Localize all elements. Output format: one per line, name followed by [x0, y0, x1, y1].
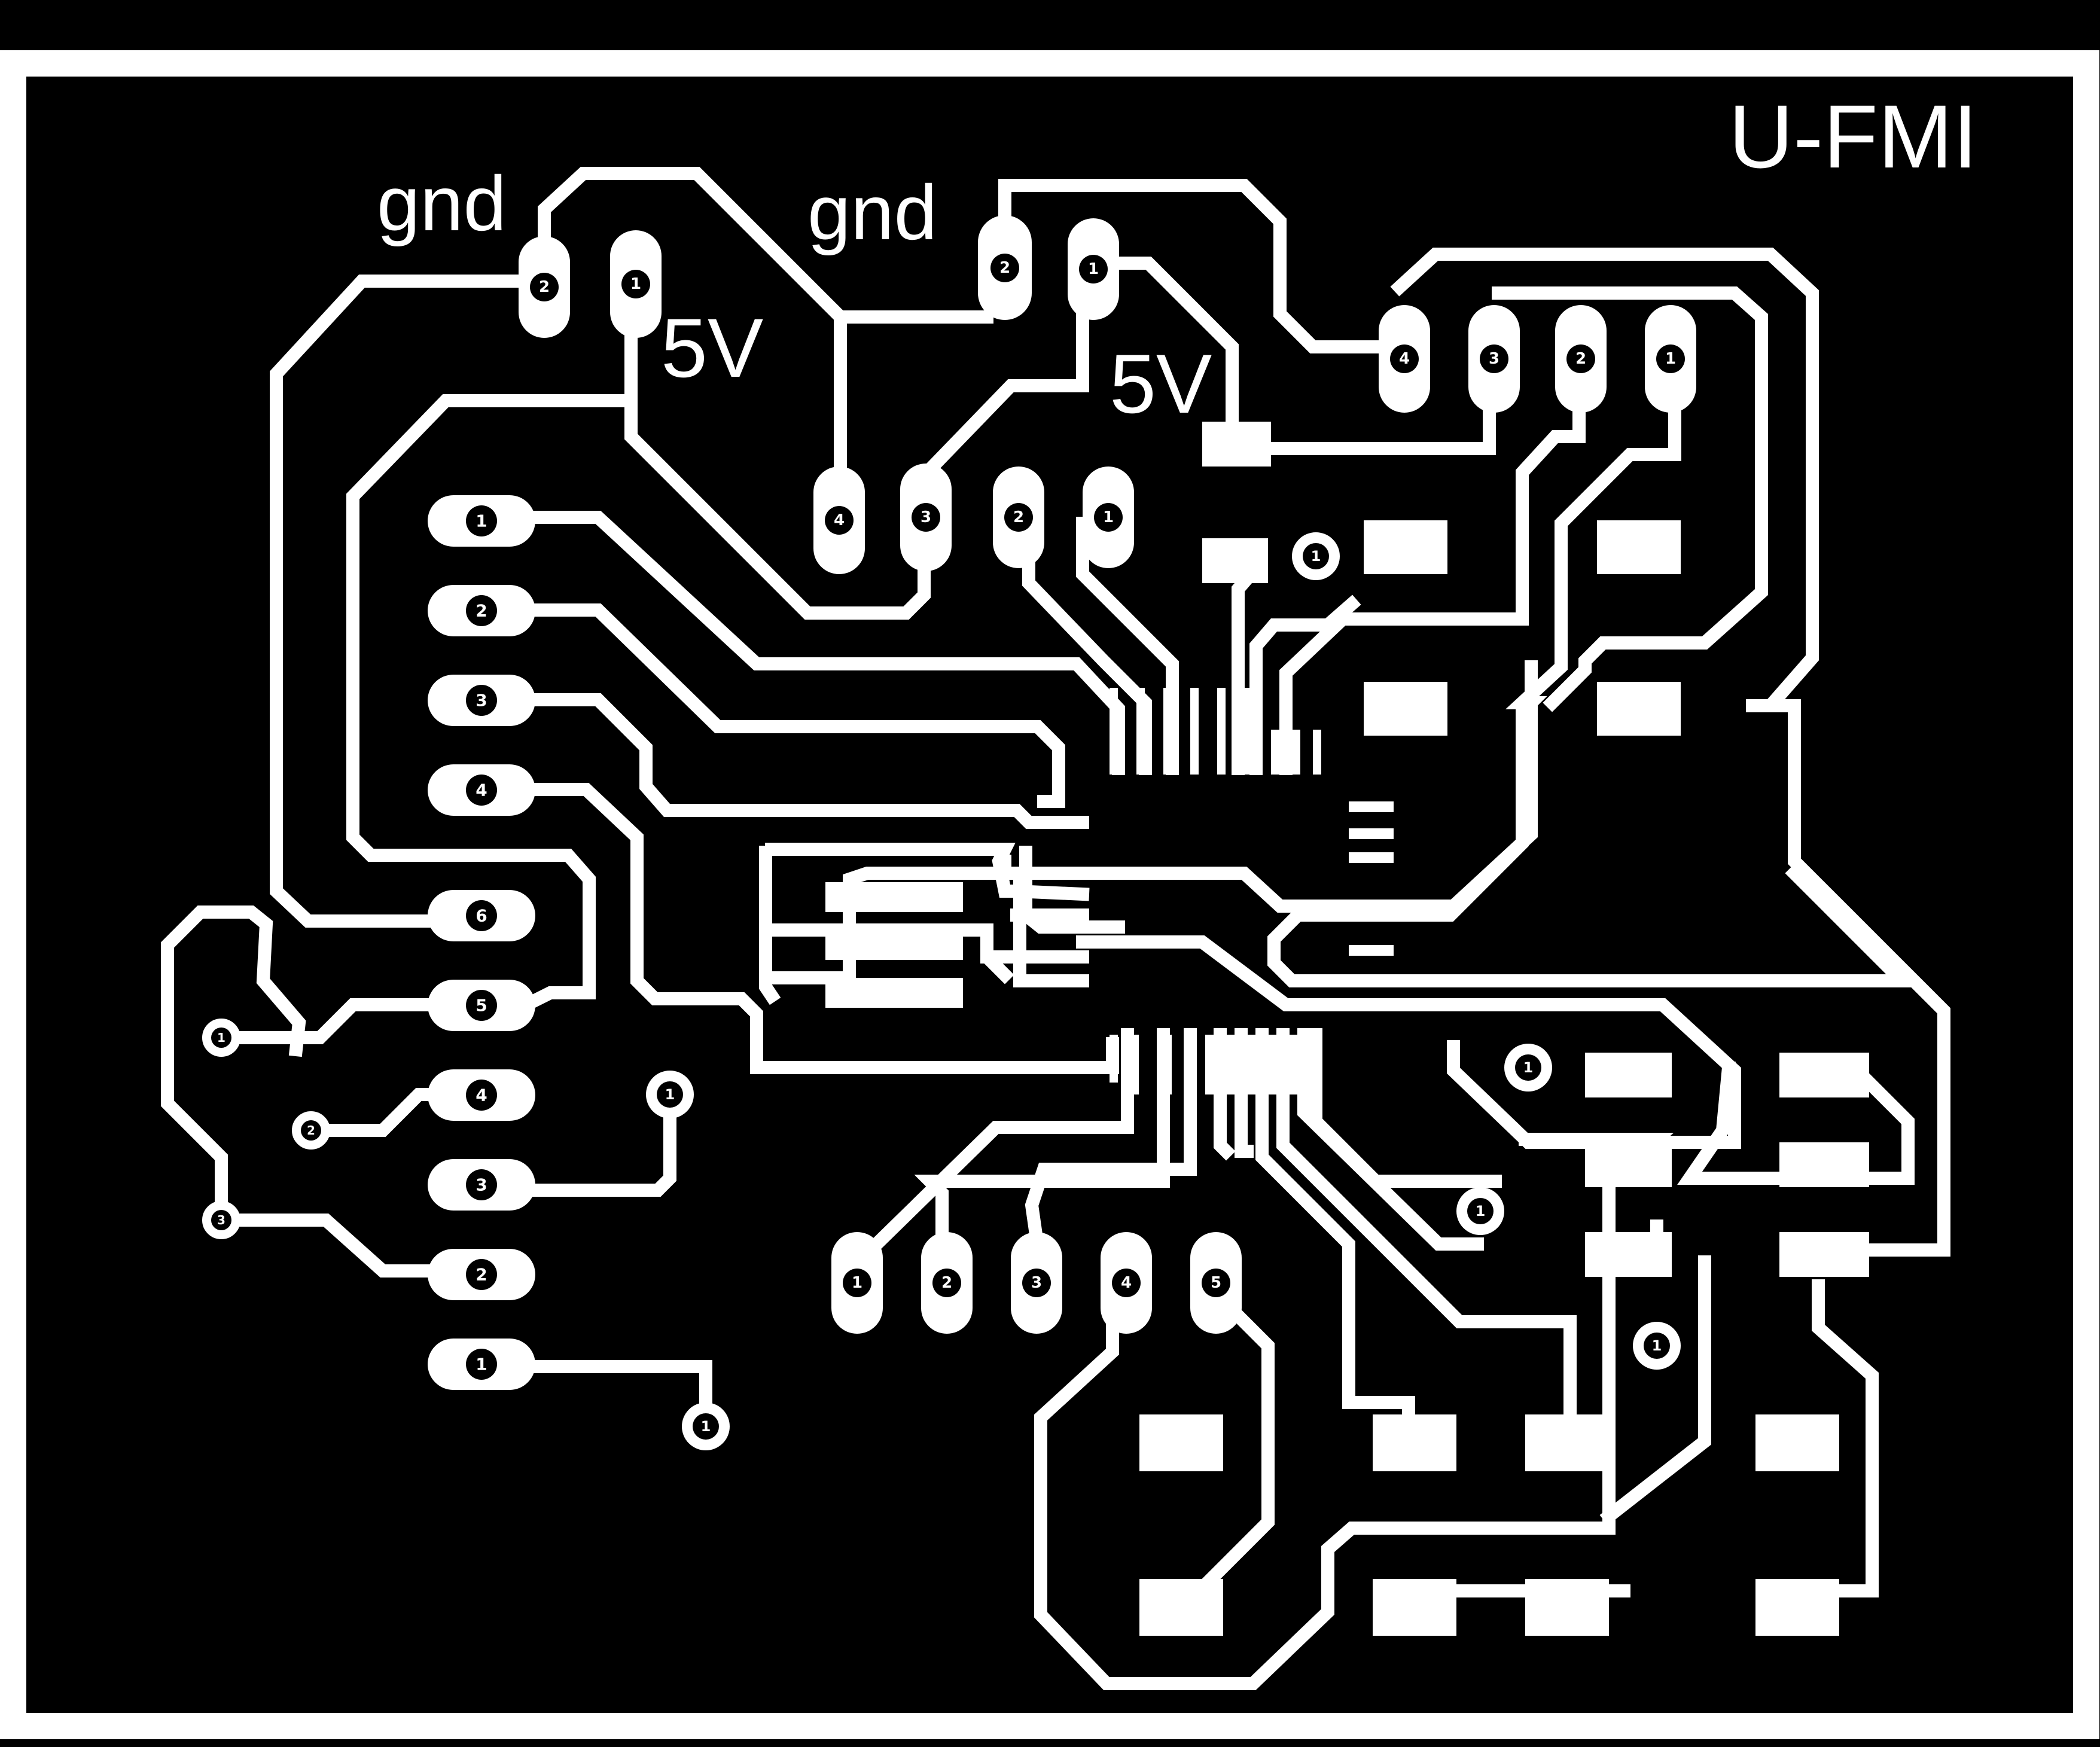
- board-title: U-FMI: [1729, 86, 1978, 187]
- svg-text:4: 4: [1399, 350, 1410, 368]
- pin-labels: 2 1 2 1 4 3 2 1 4 3 2 1 1 2 3 4 6 5 4 3 …: [211, 254, 1685, 1440]
- svg-text:2: 2: [1575, 350, 1586, 368]
- svg-text:1: 1: [476, 1355, 487, 1374]
- svg-text:1: 1: [476, 511, 487, 531]
- svg-text:2: 2: [1013, 508, 1024, 526]
- ic-pins-bottom: [1110, 1035, 1297, 1094]
- svg-text:1: 1: [1523, 1059, 1534, 1076]
- svg-text:3: 3: [476, 1175, 487, 1195]
- gnd-label-right: gnd: [807, 169, 937, 256]
- svg-text:4: 4: [476, 780, 487, 800]
- svg-text:5: 5: [1211, 1274, 1221, 1292]
- traces: [161, 167, 1950, 1690]
- svg-text:1: 1: [1103, 508, 1114, 526]
- svg-text:3: 3: [476, 691, 487, 711]
- svg-text:2: 2: [476, 1265, 487, 1285]
- svg-text:2: 2: [941, 1274, 952, 1292]
- smd-pads: [825, 422, 1869, 1636]
- svg-text:1: 1: [1476, 1203, 1486, 1219]
- gnd-label-left: gnd: [377, 160, 507, 247]
- svg-text:1: 1: [701, 1418, 711, 1435]
- svg-text:3: 3: [217, 1213, 225, 1227]
- svg-text:4: 4: [1121, 1274, 1132, 1292]
- 5v-label-left: 5V: [661, 301, 763, 395]
- svg-text:1: 1: [1088, 260, 1099, 278]
- ic-pins-top: [1110, 688, 1321, 775]
- svg-text:4: 4: [476, 1086, 487, 1105]
- svg-text:3: 3: [1031, 1274, 1042, 1292]
- svg-text:2: 2: [999, 259, 1010, 277]
- svg-text:1: 1: [217, 1030, 225, 1045]
- svg-text:2: 2: [539, 278, 550, 296]
- svg-text:6: 6: [476, 906, 487, 926]
- svg-text:2: 2: [307, 1123, 315, 1138]
- svg-text:1: 1: [665, 1086, 675, 1103]
- svg-text:1: 1: [630, 275, 641, 293]
- board-outline: [0, 50, 2099, 1739]
- svg-text:3: 3: [1489, 350, 1499, 368]
- svg-text:2: 2: [476, 601, 487, 621]
- svg-text:5: 5: [476, 996, 487, 1016]
- svg-text:1: 1: [852, 1274, 862, 1292]
- svg-text:1: 1: [1665, 350, 1676, 368]
- 5v-label-right: 5V: [1110, 337, 1212, 431]
- svg-text:1: 1: [1652, 1337, 1662, 1354]
- svg-text:3: 3: [921, 508, 931, 526]
- oval-pads-horizontal: [428, 495, 535, 1390]
- svg-text:4: 4: [834, 511, 845, 529]
- svg-text:1: 1: [1311, 548, 1321, 565]
